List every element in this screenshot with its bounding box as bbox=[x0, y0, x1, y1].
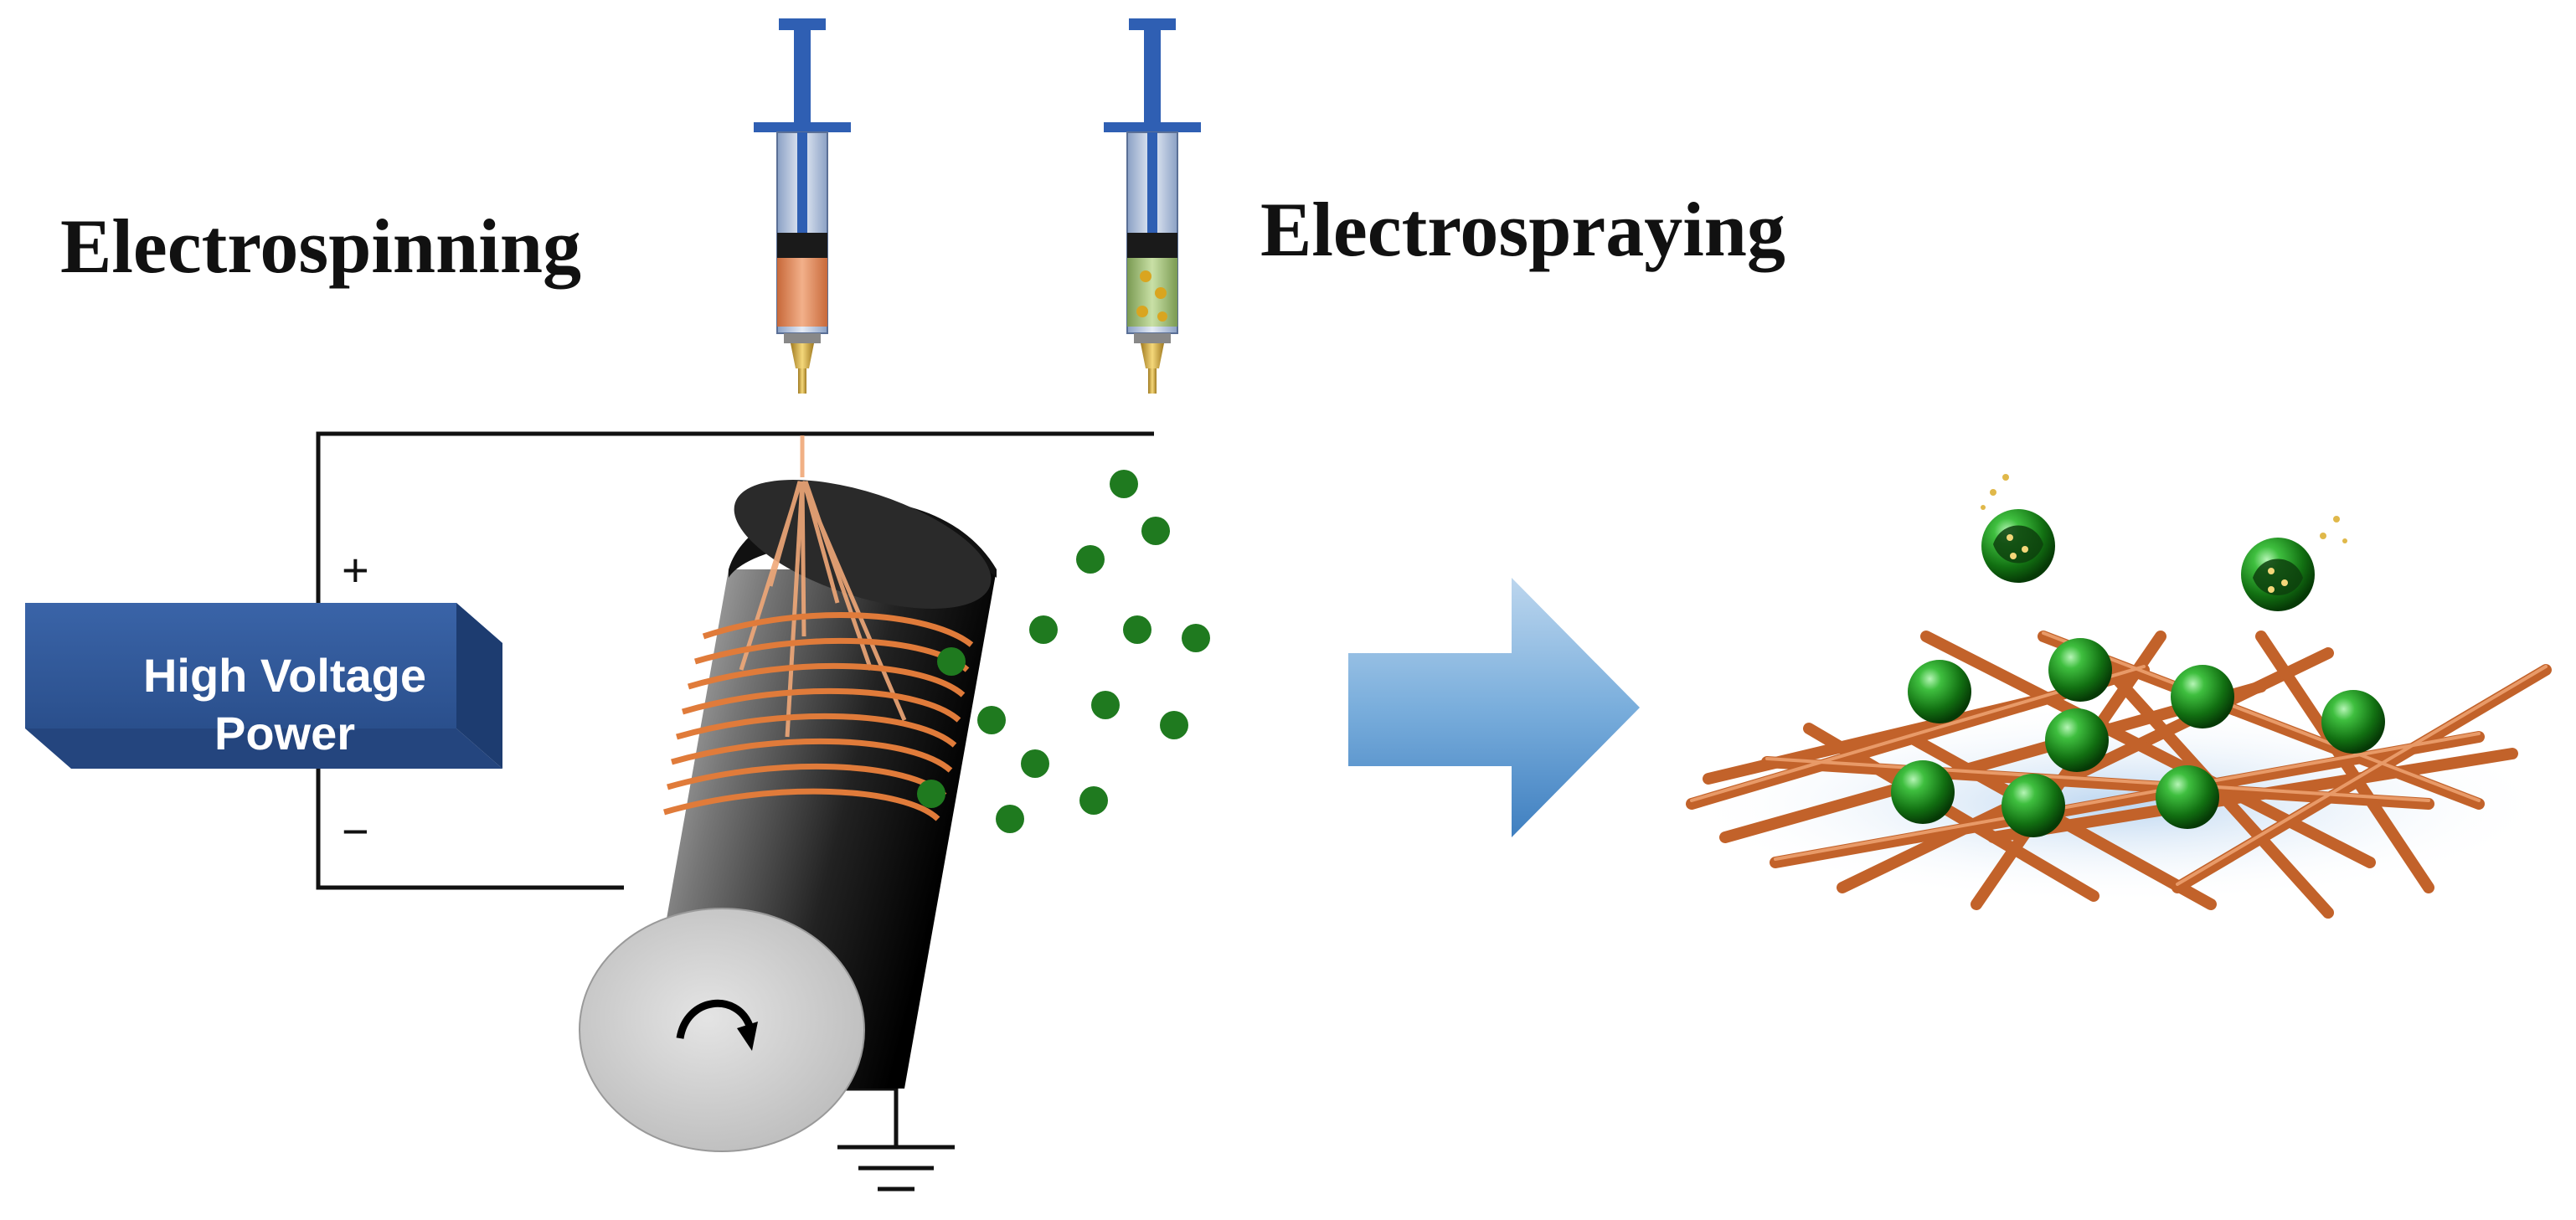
drum-end-face bbox=[579, 908, 865, 1152]
rotation-arrow-icon bbox=[676, 999, 758, 1051]
floating-capsule bbox=[2241, 516, 2347, 611]
electrospraying-label: Electrospraying bbox=[1260, 187, 1785, 272]
composite-fiber-mat bbox=[1683, 631, 2554, 919]
syringe-icon bbox=[754, 18, 851, 394]
positive-terminal-label: + bbox=[342, 543, 369, 596]
negative-terminal-label: − bbox=[342, 805, 369, 857]
process-arrow-icon bbox=[1348, 578, 1640, 837]
power-label-line2: Power bbox=[214, 707, 355, 759]
ground-symbol-icon bbox=[837, 1145, 955, 1192]
high-voltage-power-box: High Voltage Power bbox=[25, 603, 502, 769]
electrospinning-label: Electrospinning bbox=[60, 203, 581, 289]
mat-particles bbox=[1891, 638, 2385, 837]
floating-capsule bbox=[1981, 474, 2055, 583]
sprayed-particles bbox=[917, 470, 1210, 833]
power-label-line1: High Voltage bbox=[143, 649, 426, 702]
syringe-icon bbox=[1104, 18, 1201, 394]
